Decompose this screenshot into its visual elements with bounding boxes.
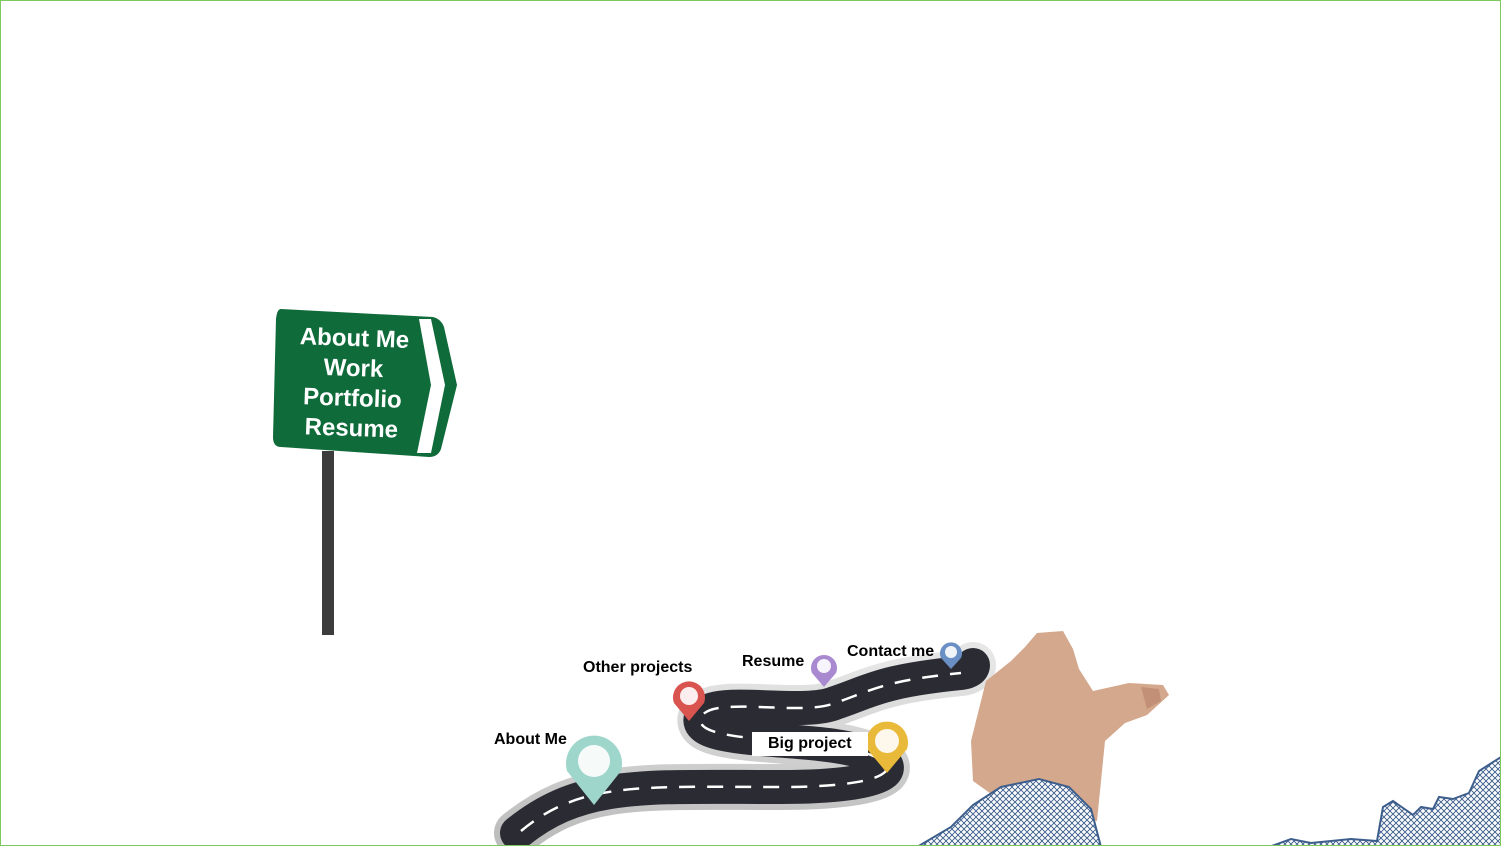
mountain-silhouette [1271, 756, 1500, 845]
road-centre-line [520, 671, 962, 832]
sign-arrow-stripe [417, 319, 445, 453]
sign-post [322, 451, 334, 635]
stop-label-contact-me[interactable]: Contact me [847, 643, 935, 660]
stop-label-other-projects[interactable]: Other projects [583, 659, 693, 676]
pin-contact-me[interactable] [940, 642, 963, 669]
hand-icon [971, 631, 1169, 821]
sign-line-1[interactable]: About Me [299, 323, 409, 354]
sign-line-2[interactable]: Work [323, 354, 384, 383]
pin-resume[interactable] [811, 655, 837, 687]
sign-line-4[interactable]: Resume [304, 413, 398, 443]
pin-other-projects[interactable] [672, 681, 705, 721]
sleeve-pattern [918, 777, 1102, 845]
stop-label-big-project[interactable]: Big project [752, 732, 868, 756]
stop-label-resume[interactable]: Resume [742, 653, 805, 670]
pin-big-project[interactable] [866, 721, 908, 773]
sign-board [273, 309, 457, 457]
stop-label-about-me[interactable]: About Me [494, 731, 567, 748]
sign-line-3[interactable]: Portfolio [303, 383, 403, 413]
pin-about-me[interactable] [566, 735, 622, 805]
